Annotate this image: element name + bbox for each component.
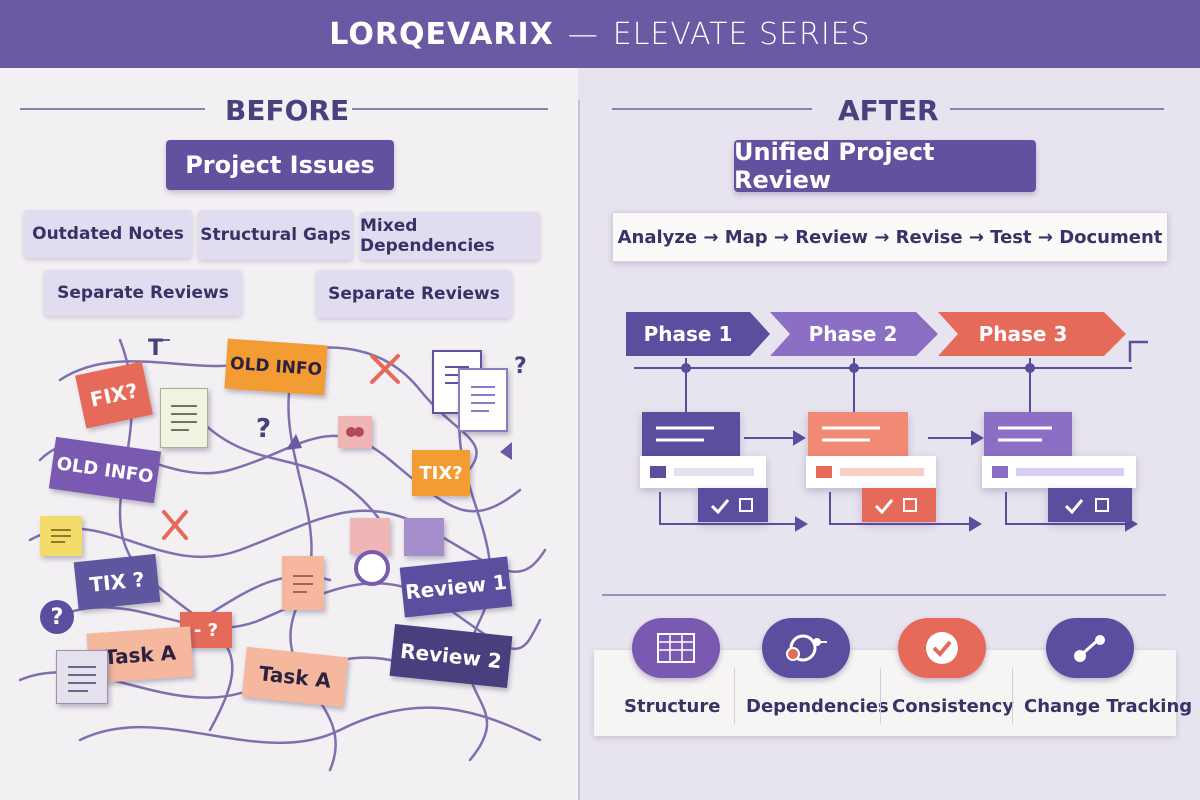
note-old-info-1: OLD INFO <box>224 338 328 396</box>
chip-outdated-notes: Outdated Notes <box>24 210 192 258</box>
pink-note <box>350 518 390 554</box>
lavender-note <box>404 518 444 556</box>
grid-icon <box>632 618 720 678</box>
phase-diagram <box>626 312 1148 532</box>
feature-separator-3 <box>1012 668 1013 724</box>
before-title: BEFORE <box>225 94 350 127</box>
phase-2-card-header <box>808 412 908 456</box>
pin-note-icon <box>338 416 372 448</box>
note-tix-1: TIX? <box>412 450 470 496</box>
series-name: ELEVATE SERIES <box>612 16 871 52</box>
branch-icon <box>1046 618 1134 678</box>
phase-3-card-row <box>982 456 1136 488</box>
note-task-a-2: Task A <box>241 646 349 708</box>
feature-label-structure: Structure <box>624 696 721 717</box>
features-rule <box>602 594 1166 596</box>
note-tix-2: TIX ? <box>73 553 161 611</box>
feature-label-consistency: Consistency <box>892 696 1015 717</box>
feature-label-change-tracking: Change Tracking <box>1024 696 1193 717</box>
after-title: AFTER <box>838 94 939 127</box>
document-icon <box>160 388 208 448</box>
panel-divider <box>578 100 580 800</box>
phase-1: Phase 1 <box>643 322 733 346</box>
feature-separator-2 <box>880 668 881 724</box>
unified-review-heading: Unified Project Review <box>734 138 1036 194</box>
after-rule-left <box>612 108 812 110</box>
t-mark: T <box>148 336 164 361</box>
sticky-note-icon <box>40 516 82 556</box>
banner: LORQEVARIX — ELEVATE SERIES <box>0 0 1200 68</box>
question-badge: ? <box>40 600 74 634</box>
phase-1-check-button <box>698 488 768 522</box>
chip-separate-reviews-2: Separate Reviews <box>316 270 512 318</box>
peach-doc-icon <box>282 556 324 610</box>
chip-separate-reviews-1: Separate Reviews <box>44 270 242 316</box>
phase-3-card-header <box>984 412 1072 456</box>
stacked-docs-icon-2 <box>458 368 508 432</box>
phase-2-card-row <box>806 456 936 488</box>
phase-2: Phase 2 <box>808 322 898 346</box>
phase-1-card-row <box>640 456 766 488</box>
chip-mixed-dependencies: Mixed Dependencies <box>360 212 540 260</box>
phase-2-check-button <box>862 488 936 522</box>
process-flow: Analyze → Map → Review → Revise → Test →… <box>612 212 1168 262</box>
feature-label-dependencies: Dependencies <box>746 696 889 717</box>
link-nodes-icon <box>762 618 850 678</box>
feature-separator-1 <box>734 668 735 724</box>
before-rule-right <box>352 108 548 110</box>
magnifier-icon <box>354 550 390 586</box>
phase-3: Phase 3 <box>978 322 1068 346</box>
phase-1-card-header <box>642 412 740 456</box>
before-rule-left <box>20 108 205 110</box>
phase-3-check-button <box>1048 488 1132 522</box>
brand-name: LORQEVARIX <box>329 16 554 52</box>
list-doc-icon <box>56 650 108 704</box>
banner-separator: — <box>567 16 599 52</box>
question-mark-1: ? <box>256 414 272 444</box>
question-mark-2: ? <box>514 354 527 379</box>
after-rule-right <box>950 108 1164 110</box>
checkmark-icon <box>898 618 986 678</box>
chip-structural-gaps: Structural Gaps <box>198 210 353 260</box>
project-issues-heading: Project Issues <box>166 140 394 190</box>
